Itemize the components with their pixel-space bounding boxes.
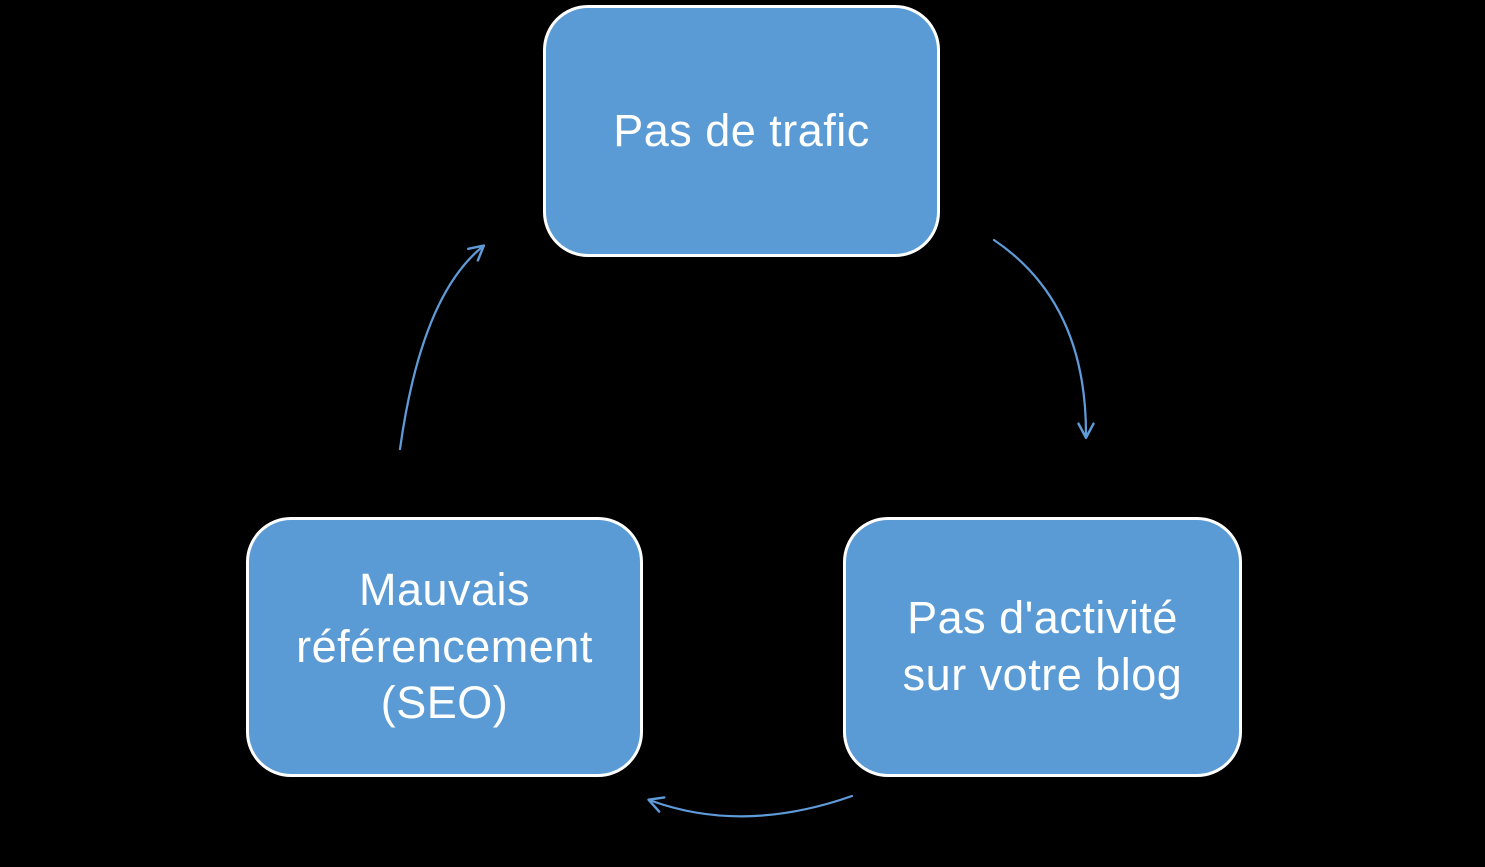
node-pas-de-trafic-label: Pas de trafic xyxy=(613,104,870,156)
node-mauvais-referencement-seo-label: Mauvais référencement (SEO) xyxy=(296,563,593,729)
node-pas-dactivite-blog-label: Pas d'activité sur votre blog xyxy=(902,592,1183,700)
arrow-no-activity-to-bad-seo xyxy=(647,794,854,818)
arrow-no-traffic-to-no-activity xyxy=(992,238,1095,439)
node-mauvais-referencement-seo: Mauvais référencement (SEO) xyxy=(246,517,643,777)
node-pas-de-trafic: Pas de trafic xyxy=(543,5,940,257)
arrow-bad-seo-to-no-traffic xyxy=(398,244,486,451)
node-pas-dactivite-blog: Pas d'activité sur votre blog xyxy=(843,517,1242,777)
